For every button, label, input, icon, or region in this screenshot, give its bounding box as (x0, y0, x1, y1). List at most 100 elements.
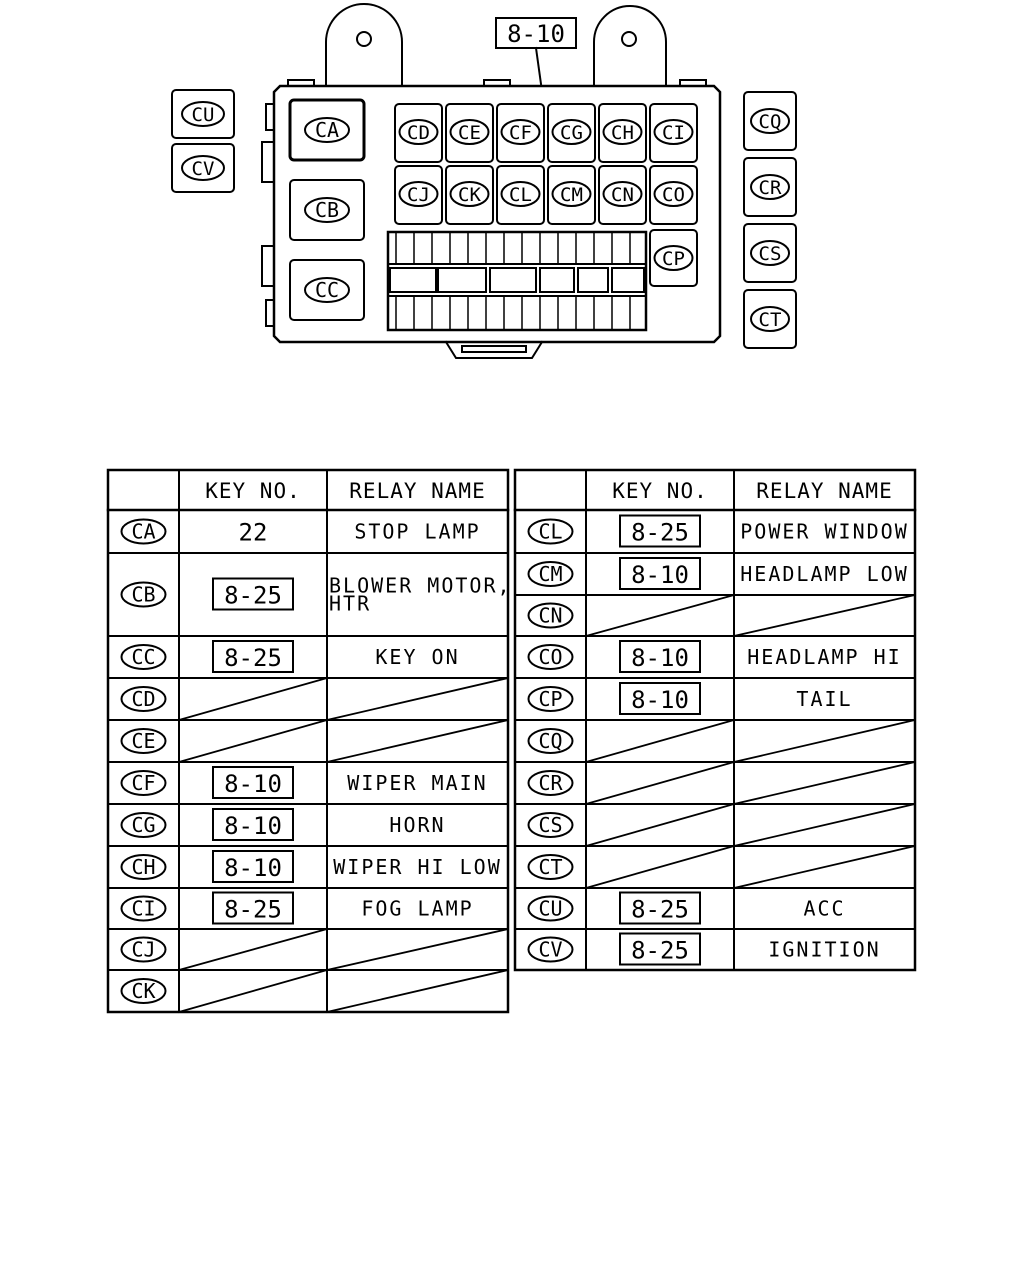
table-row: CN (514, 593, 917, 638)
empty-slash (732, 802, 917, 848)
side-bump (265, 103, 275, 131)
relay-code: CM (527, 561, 574, 587)
key-box (212, 850, 294, 883)
empty-slash (325, 676, 510, 722)
relay-cf: CF (496, 103, 545, 163)
relay-code-oval (750, 174, 790, 200)
relay-name: KEY ON (375, 645, 459, 669)
table-row: CF 8-10 WIPER MAIN (107, 761, 509, 799)
relay-cp: CP (649, 229, 698, 287)
relay-code: CA (120, 518, 167, 545)
key-box (619, 514, 701, 548)
relay-code-text: CH (131, 855, 155, 879)
relay-code: CE (120, 728, 167, 754)
header-relay-name: RELAY NAME (349, 479, 485, 503)
relay-code: CO (527, 644, 574, 670)
table-row: CC 8-25 KEY ON (107, 635, 509, 673)
empty-slash (584, 718, 736, 764)
relay-code-oval (527, 602, 574, 629)
relay-name: POWER WINDOW (740, 520, 909, 544)
relay-code-oval (527, 728, 574, 754)
relay-code-text: CF (509, 122, 532, 144)
relay-code-oval (398, 181, 439, 207)
empty-slash (177, 718, 329, 764)
relay-co: CO (649, 165, 698, 225)
table-row: CP 8-10 TAIL (514, 677, 916, 715)
relay-code-text: CT (538, 855, 562, 879)
table-row: CE (107, 718, 510, 764)
relay-code: CH (120, 854, 167, 880)
table-row: CQ (514, 718, 917, 764)
relay-code-text: CQ (759, 111, 782, 133)
key-box (619, 932, 701, 966)
relay-name: WIPER MAIN (347, 771, 487, 795)
relay-code-text: CI (662, 122, 685, 144)
relay-code: CU (527, 895, 574, 922)
relay-ci: CI (649, 103, 698, 163)
fuse-cell (539, 267, 575, 293)
relay-ch: CH (598, 103, 647, 163)
relay-code-text: CF (131, 771, 155, 795)
relay-code: CG (120, 812, 167, 838)
relay-label: CE (449, 119, 490, 145)
relay-code-oval (551, 119, 592, 145)
mounting-hole-left (356, 31, 372, 47)
relay-code-oval (304, 277, 350, 303)
relay-code: CI (120, 895, 167, 922)
relay-code-oval (120, 770, 167, 796)
relay-label: CB (304, 197, 350, 223)
empty-slash (584, 593, 736, 638)
relay-code-text: CH (611, 122, 634, 144)
relay-code-oval (120, 978, 167, 1004)
fuse-block (386, 230, 648, 332)
empty-slash (732, 718, 917, 764)
relay-code-oval (181, 101, 225, 127)
relay-code: CC (120, 644, 167, 670)
relay-cd: CD (394, 103, 443, 163)
relay-code-text: CM (538, 562, 562, 586)
table-row: CD (107, 676, 510, 722)
relay-code-oval (120, 854, 167, 880)
mounting-hole-right (621, 31, 637, 47)
relay-name: HEADLAMP HI (747, 645, 901, 669)
key-box (212, 766, 294, 799)
relay-code-oval (551, 181, 592, 207)
relay-cn: CN (598, 165, 647, 225)
key-no: 8-25 (631, 937, 689, 965)
key-box (212, 640, 294, 673)
key-no: 8-10 (224, 770, 282, 798)
relay-code-text: CA (131, 520, 155, 544)
relay-code-text: CG (131, 813, 155, 837)
relay-code: CR (527, 770, 574, 796)
header-key-no: KEY NO. (612, 479, 708, 503)
relay-code: CP (527, 686, 574, 712)
key-no: 8-25 (631, 896, 689, 924)
callout-label: 8-10 (507, 20, 565, 48)
empty-slash (732, 593, 917, 638)
relay-code-text: CB (315, 198, 339, 222)
key-box (212, 808, 294, 841)
relay-code-text: CO (662, 184, 685, 206)
relay-name: WIPER HI LOW (333, 855, 502, 879)
relay-code-text: CL (538, 520, 562, 544)
key-box (619, 557, 701, 590)
table-frame (106, 468, 510, 1014)
relay-label: CJ (398, 181, 439, 207)
key-no: 8-10 (631, 686, 689, 714)
key-box (619, 891, 701, 925)
key-no: 8-25 (224, 644, 282, 672)
relay-cb: CB (289, 179, 365, 241)
relay-label: CG (551, 119, 592, 145)
relay-code-oval (120, 644, 167, 670)
relay-label: CD (398, 119, 439, 145)
relay-name: TAIL (796, 687, 852, 711)
relay-code-text: CD (407, 122, 430, 144)
relay-code-oval (602, 181, 643, 207)
relay-code-text: CV (538, 938, 562, 962)
relay-name: STOP LAMP (354, 520, 480, 544)
